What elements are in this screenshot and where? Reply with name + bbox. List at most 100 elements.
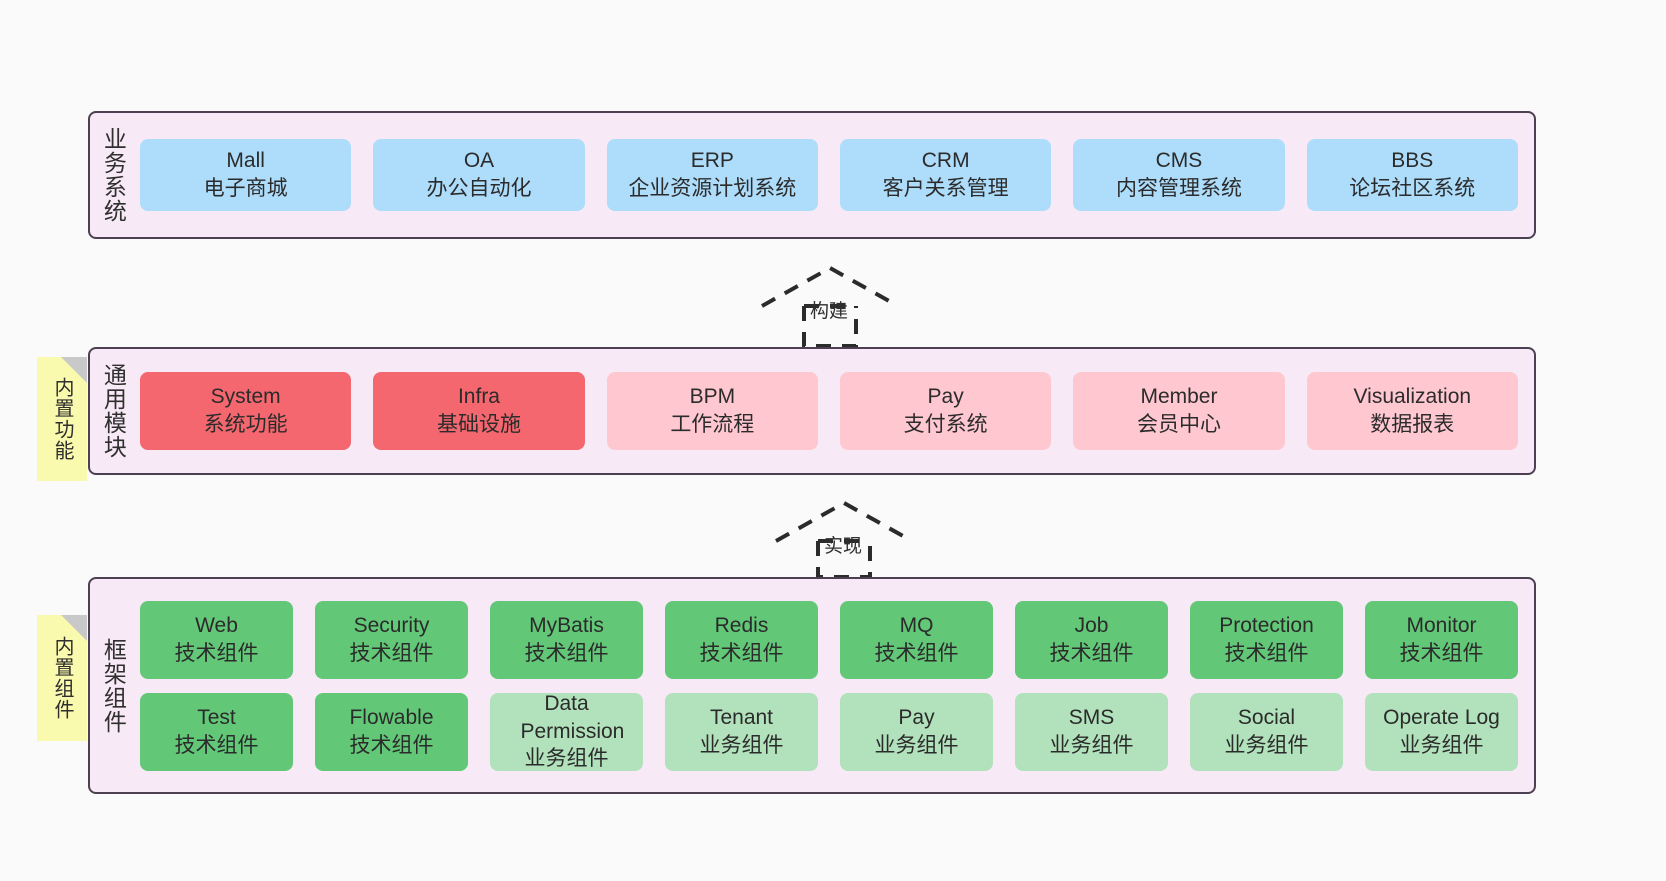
layer-business-system[interactable]: 业务系统 Mall 电子商城 OA 办公自动化 ERP 企业资源计划系统 CRM… — [88, 111, 1536, 239]
module-card-subtitle: 客户关系管理 — [882, 177, 1009, 200]
connector-implement-label: 实现 — [824, 536, 863, 557]
module-card-data-permission[interactable]: Data Permission 业务组件 — [490, 691, 643, 771]
module-card-sms[interactable]: SMS 业务组件 — [1015, 692, 1168, 771]
module-card-title: Mall — [226, 149, 265, 173]
layer-framework-component[interactable]: 框架组件 Web 技术组件 Security 技术组件 MyBatis 技术组件… — [88, 577, 1536, 794]
module-card-mybatis[interactable]: MyBatis 技术组件 — [490, 600, 643, 679]
module-card-subtitle: 技术组件 — [174, 641, 259, 665]
module-card-title: Infra — [457, 385, 500, 409]
module-card-title: Data Permission — [520, 691, 625, 743]
module-card-protection[interactable]: Protection 技术组件 — [1190, 600, 1343, 679]
sticky-note-builtin-component[interactable]: 内置组件 — [37, 615, 87, 741]
layer-row: System 系统功能 Infra 基础设施 BPM 工作流程 Pay 支付系统… — [140, 372, 1518, 450]
sticky-note-label: 内置功能 — [51, 377, 73, 461]
module-card-title: BBS — [1391, 149, 1434, 173]
module-card-subtitle: 企业资源计划系统 — [628, 177, 797, 200]
module-card-subtitle: 技术组件 — [1049, 641, 1134, 665]
module-card-member[interactable]: Member 会员中心 — [1073, 372, 1285, 450]
module-card-test[interactable]: Test 技术组件 — [140, 692, 293, 771]
module-card-title: Social — [1237, 705, 1296, 729]
module-card-subtitle: 论坛社区系统 — [1349, 177, 1476, 200]
module-card-title: Tenant — [709, 705, 774, 729]
layer-body-common-module: System 系统功能 Infra 基础设施 BPM 工作流程 Pay 支付系统… — [136, 349, 1534, 473]
module-card-subtitle: 电子商城 — [203, 177, 288, 200]
layer-row: Mall 电子商城 OA 办公自动化 ERP 企业资源计划系统 CRM 客户关系… — [140, 139, 1518, 211]
module-card-infra[interactable]: Infra 基础设施 — [373, 372, 585, 450]
module-card-title: Web — [195, 613, 238, 637]
module-card-subtitle: 基础设施 — [436, 413, 521, 436]
module-card-operate-log[interactable]: Operate Log 业务组件 — [1365, 692, 1518, 771]
layer-body-framework-component: Web 技术组件 Security 技术组件 MyBatis 技术组件 Redi… — [136, 579, 1534, 792]
module-card-title: Operate Log — [1383, 705, 1500, 729]
module-card-flowable[interactable]: Flowable 技术组件 — [315, 692, 468, 771]
module-card-subtitle: 技术组件 — [1224, 641, 1309, 665]
module-card-pay[interactable]: Pay 支付系统 — [839, 372, 1052, 450]
module-card-web[interactable]: Web 技术组件 — [140, 600, 293, 679]
module-card-mq[interactable]: MQ 技术组件 — [840, 600, 993, 679]
module-card-title: Protection — [1219, 613, 1314, 637]
layer-title-common-module: 通用模块 — [100, 363, 127, 459]
module-card-visualization[interactable]: Visualization 数据报表 — [1306, 372, 1518, 450]
module-card-title: Security — [353, 613, 430, 637]
module-card-title: BPM — [689, 385, 736, 409]
module-card-bbs[interactable]: BBS 论坛社区系统 — [1306, 139, 1518, 211]
module-card-subtitle: 业务组件 — [524, 747, 609, 771]
module-card-subtitle: 系统功能 — [203, 413, 288, 436]
layer-row: Web 技术组件 Security 技术组件 MyBatis 技术组件 Redi… — [140, 600, 1518, 679]
module-card-erp[interactable]: ERP 企业资源计划系统 — [606, 139, 818, 211]
module-card-subtitle: 业务组件 — [1224, 733, 1309, 757]
module-card-title: Visualization — [1353, 385, 1472, 409]
module-card-subtitle: 技术组件 — [174, 733, 259, 757]
module-card-system[interactable]: System 系统功能 — [140, 372, 352, 450]
module-card-crm[interactable]: CRM 客户关系管理 — [839, 139, 1052, 211]
module-card-title: CRM — [921, 149, 970, 173]
module-card-title: Monitor — [1406, 613, 1477, 637]
module-card-subtitle: 业务组件 — [1049, 733, 1134, 757]
module-card-title: System — [210, 385, 281, 409]
module-card-title: ERP — [690, 149, 734, 173]
module-card-redis[interactable]: Redis 技术组件 — [665, 600, 818, 679]
module-card-monitor[interactable]: Monitor 技术组件 — [1365, 600, 1518, 679]
module-card-subtitle: 技术组件 — [699, 641, 784, 665]
module-card-subtitle: 技术组件 — [349, 641, 434, 665]
module-card-subtitle: 业务组件 — [874, 733, 959, 757]
module-card-pay-business[interactable]: Pay 业务组件 — [840, 692, 993, 771]
module-card-title: Member — [1140, 385, 1218, 409]
module-card-title: Job — [1074, 613, 1109, 637]
layer-common-module[interactable]: 通用模块 System 系统功能 Infra 基础设施 BPM 工作流程 Pay… — [88, 347, 1536, 475]
module-card-cms[interactable]: CMS 内容管理系统 — [1073, 139, 1285, 211]
layer-row: Test 技术组件 Flowable 技术组件 Data Permission … — [140, 691, 1518, 771]
module-card-oa[interactable]: OA 办公自动化 — [373, 139, 585, 211]
module-card-title: Redis — [714, 613, 769, 637]
module-card-subtitle: 工作流程 — [670, 413, 755, 436]
layer-title-business-system: 业务系统 — [100, 127, 127, 223]
module-card-subtitle: 内容管理系统 — [1115, 177, 1242, 200]
module-card-title: Test — [197, 705, 236, 729]
module-card-mall[interactable]: Mall 电子商城 — [140, 139, 352, 211]
folded-corner-icon — [61, 615, 87, 641]
module-card-security[interactable]: Security 技术组件 — [315, 600, 468, 679]
generalization-arrow-icon — [761, 265, 899, 348]
sticky-note-label: 内置组件 — [51, 636, 73, 720]
folded-corner-icon — [61, 357, 87, 383]
module-card-subtitle: 业务组件 — [1399, 733, 1484, 757]
layer-title-framework-component: 框架组件 — [100, 637, 127, 734]
module-card-subtitle: 支付系统 — [903, 413, 988, 436]
connector-build-label: 构建 — [810, 301, 849, 322]
module-card-social[interactable]: Social 业务组件 — [1190, 692, 1343, 771]
module-card-job[interactable]: Job 技术组件 — [1015, 600, 1168, 679]
module-card-subtitle: 数据报表 — [1370, 413, 1455, 436]
module-card-title: SMS — [1068, 705, 1115, 729]
connector-implement: 实现 — [766, 493, 926, 581]
connector-build: 构建 — [752, 258, 912, 350]
module-card-title: Pay — [898, 705, 935, 729]
module-card-title: OA — [463, 149, 495, 173]
module-card-title: Flowable — [349, 705, 434, 729]
module-card-subtitle: 技术组件 — [1399, 641, 1484, 665]
module-card-tenant[interactable]: Tenant 业务组件 — [665, 692, 818, 771]
module-card-subtitle: 业务组件 — [699, 733, 784, 757]
sticky-note-builtin-function[interactable]: 内置功能 — [37, 357, 87, 481]
module-card-title: Pay — [927, 385, 964, 409]
module-card-bpm[interactable]: BPM 工作流程 — [606, 372, 818, 450]
module-card-title: MQ — [899, 613, 934, 637]
